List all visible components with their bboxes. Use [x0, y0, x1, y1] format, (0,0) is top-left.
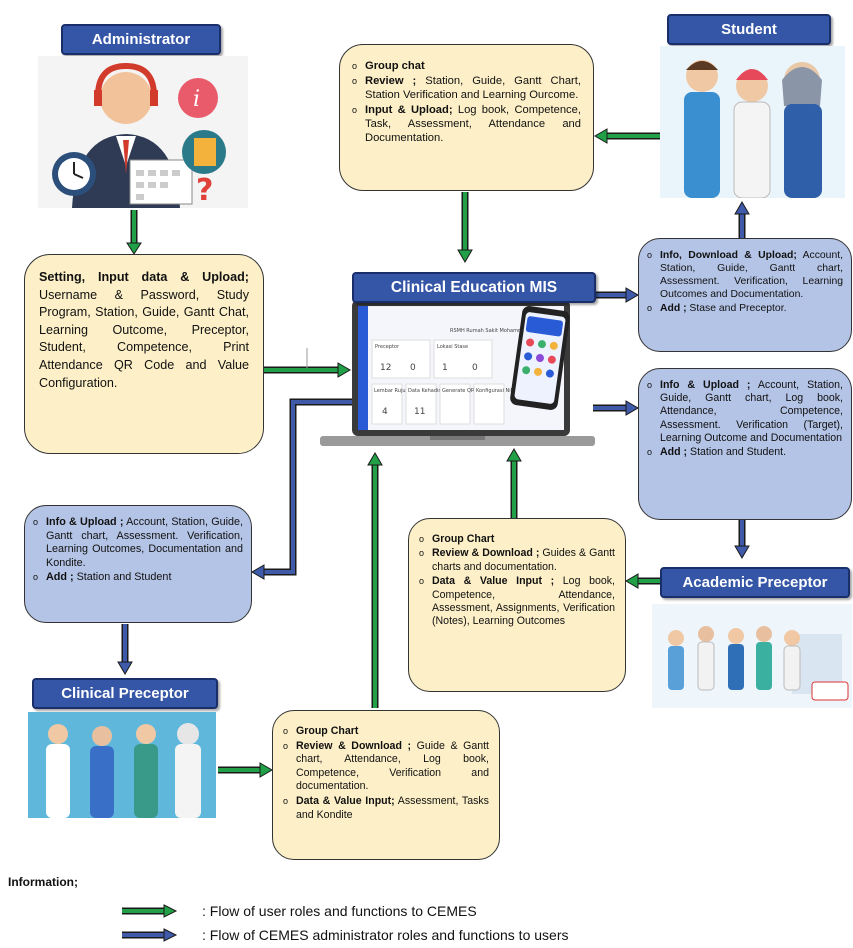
admin-settings-body: Username & Password, Study Program, Stat…: [39, 287, 249, 390]
administrator-illustration: i ?: [38, 56, 248, 208]
green-arrow-clinical-to-box: [218, 762, 273, 778]
student-label: Student: [667, 14, 831, 45]
option-item: Add ; Station and Student.: [647, 446, 843, 459]
option-item: Info & Upload ; Account, Station, Guide,…: [33, 516, 243, 570]
clinical-education-mis-label: Clinical Education MIS: [352, 272, 596, 303]
option-item: Review ; Station, Guide, Gantt Chart, St…: [352, 74, 581, 102]
user-functions-box: Group chat Review ; Station, Guide, Gant…: [339, 44, 594, 191]
clinical-staff-icon: [28, 712, 216, 818]
blue-arrow-mis-to-right-top: [595, 287, 639, 303]
admin-to-academic-box: Info & Upload ; Account, Station, Guide,…: [638, 368, 852, 520]
option-item: Group chat: [352, 59, 581, 73]
student-illustration: [660, 46, 845, 198]
option-item: Add ; Station and Student: [33, 571, 243, 585]
svg-text:Preceptor: Preceptor: [375, 344, 400, 350]
green-arrow-admin-to-mis: [264, 362, 351, 378]
clinical-preceptor-label: Clinical Preceptor: [32, 678, 218, 709]
svg-text:Data Kehadiran: Data Kehadiran: [408, 388, 447, 394]
svg-text:1: 1: [442, 363, 448, 373]
green-arrow-academic-to-box: [625, 573, 660, 589]
mis-laptop: RSMH Rumah Sakit Mohammad Hoesin Precept…: [320, 298, 595, 450]
green-arrow-clinical-box-up: [367, 452, 383, 708]
academic-preceptor-illustration: [652, 604, 852, 708]
academic-preceptor-functions-box: Group Chart Review & Download ; Guides &…: [408, 518, 626, 692]
svg-text:0: 0: [472, 363, 478, 373]
green-arrow-admin-down: [126, 210, 142, 255]
admin-settings-box: Setting, Input data & Upload; Username &…: [24, 254, 264, 454]
option-item: Info, Download & Upload; Account, Statio…: [647, 249, 843, 301]
option-item: Group Chart: [283, 725, 489, 739]
green-arrow-top-to-mis: [457, 192, 473, 263]
legend-green-arrow-icon: [122, 904, 178, 918]
svg-text:i: i: [193, 87, 200, 112]
svg-text:4: 4: [382, 407, 388, 417]
legend-green-text: : Flow of user roles and functions to CE…: [202, 903, 477, 919]
option-item: Add ; Stase and Preceptor.: [647, 302, 843, 315]
blue-arrow-mis-to-right-mid: [593, 400, 639, 416]
svg-text:0: 0: [410, 363, 416, 373]
legend-blue-text: : Flow of CEMES administrator roles and …: [202, 927, 569, 943]
svg-text:Generate QR Code: Generate QR Code: [442, 388, 489, 394]
green-arrow-student-to-top: [594, 128, 662, 144]
svg-text:Lokasi Stase: Lokasi Stase: [437, 344, 468, 350]
clinical-preceptor-functions-box: Group Chart Review & Download ; Guide & …: [272, 710, 500, 860]
clinical-preceptor-illustration: [28, 712, 216, 818]
laptop-icon: RSMH Rumah Sakit Mohammad Hoesin Precept…: [320, 300, 595, 446]
legend-title: Information;: [8, 875, 78, 889]
svg-text:?: ?: [196, 173, 213, 208]
option-item: Review & Download ; Guide & Gantt chart,…: [283, 740, 489, 794]
administrator-icon: i ?: [38, 56, 248, 208]
svg-text:12: 12: [380, 363, 391, 373]
option-item: Info & Upload ; Account, Station, Guide,…: [647, 379, 843, 445]
students-icon: [660, 46, 845, 198]
blue-arrow-right-top-to-student: [734, 201, 750, 238]
svg-text:Konfigurasi Nilai: Konfigurasi Nilai: [476, 388, 516, 394]
option-item: Review & Download ; Guides & Gantt chart…: [419, 547, 615, 574]
academic-preceptor-label: Academic Preceptor: [660, 567, 850, 598]
doctors-group-icon: [652, 604, 852, 708]
option-item: Input & Upload; Log book, Competence, Ta…: [352, 103, 581, 145]
blue-arrow-right-mid-to-academic: [734, 520, 750, 559]
blue-arrow-mis-to-left-mid: [251, 398, 354, 580]
option-item: Group Chart: [419, 533, 615, 547]
green-arrow-academic-box-up: [506, 448, 522, 520]
option-item: Data & Value Input ; Log book, Competenc…: [419, 575, 615, 629]
legend-blue-arrow-icon: [122, 928, 178, 942]
option-item: Data & Value Input; Assessment, Tasks an…: [283, 795, 489, 822]
administrator-label: Administrator: [61, 24, 221, 55]
svg-text:11: 11: [414, 407, 425, 417]
svg-text:Lembar Rujuk: Lembar Rujuk: [374, 388, 409, 394]
admin-settings-heading: Setting, Input data & Upload;: [39, 270, 249, 284]
admin-to-student-box: Info, Download & Upload; Account, Statio…: [638, 238, 852, 352]
admin-to-clinical-box: Info & Upload ; Account, Station, Guide,…: [24, 505, 252, 623]
blue-arrow-left-mid-to-clinical: [117, 624, 133, 675]
screen-hospital-name: RSMH Rumah Sakit Mohammad Hoesin: [450, 328, 548, 334]
